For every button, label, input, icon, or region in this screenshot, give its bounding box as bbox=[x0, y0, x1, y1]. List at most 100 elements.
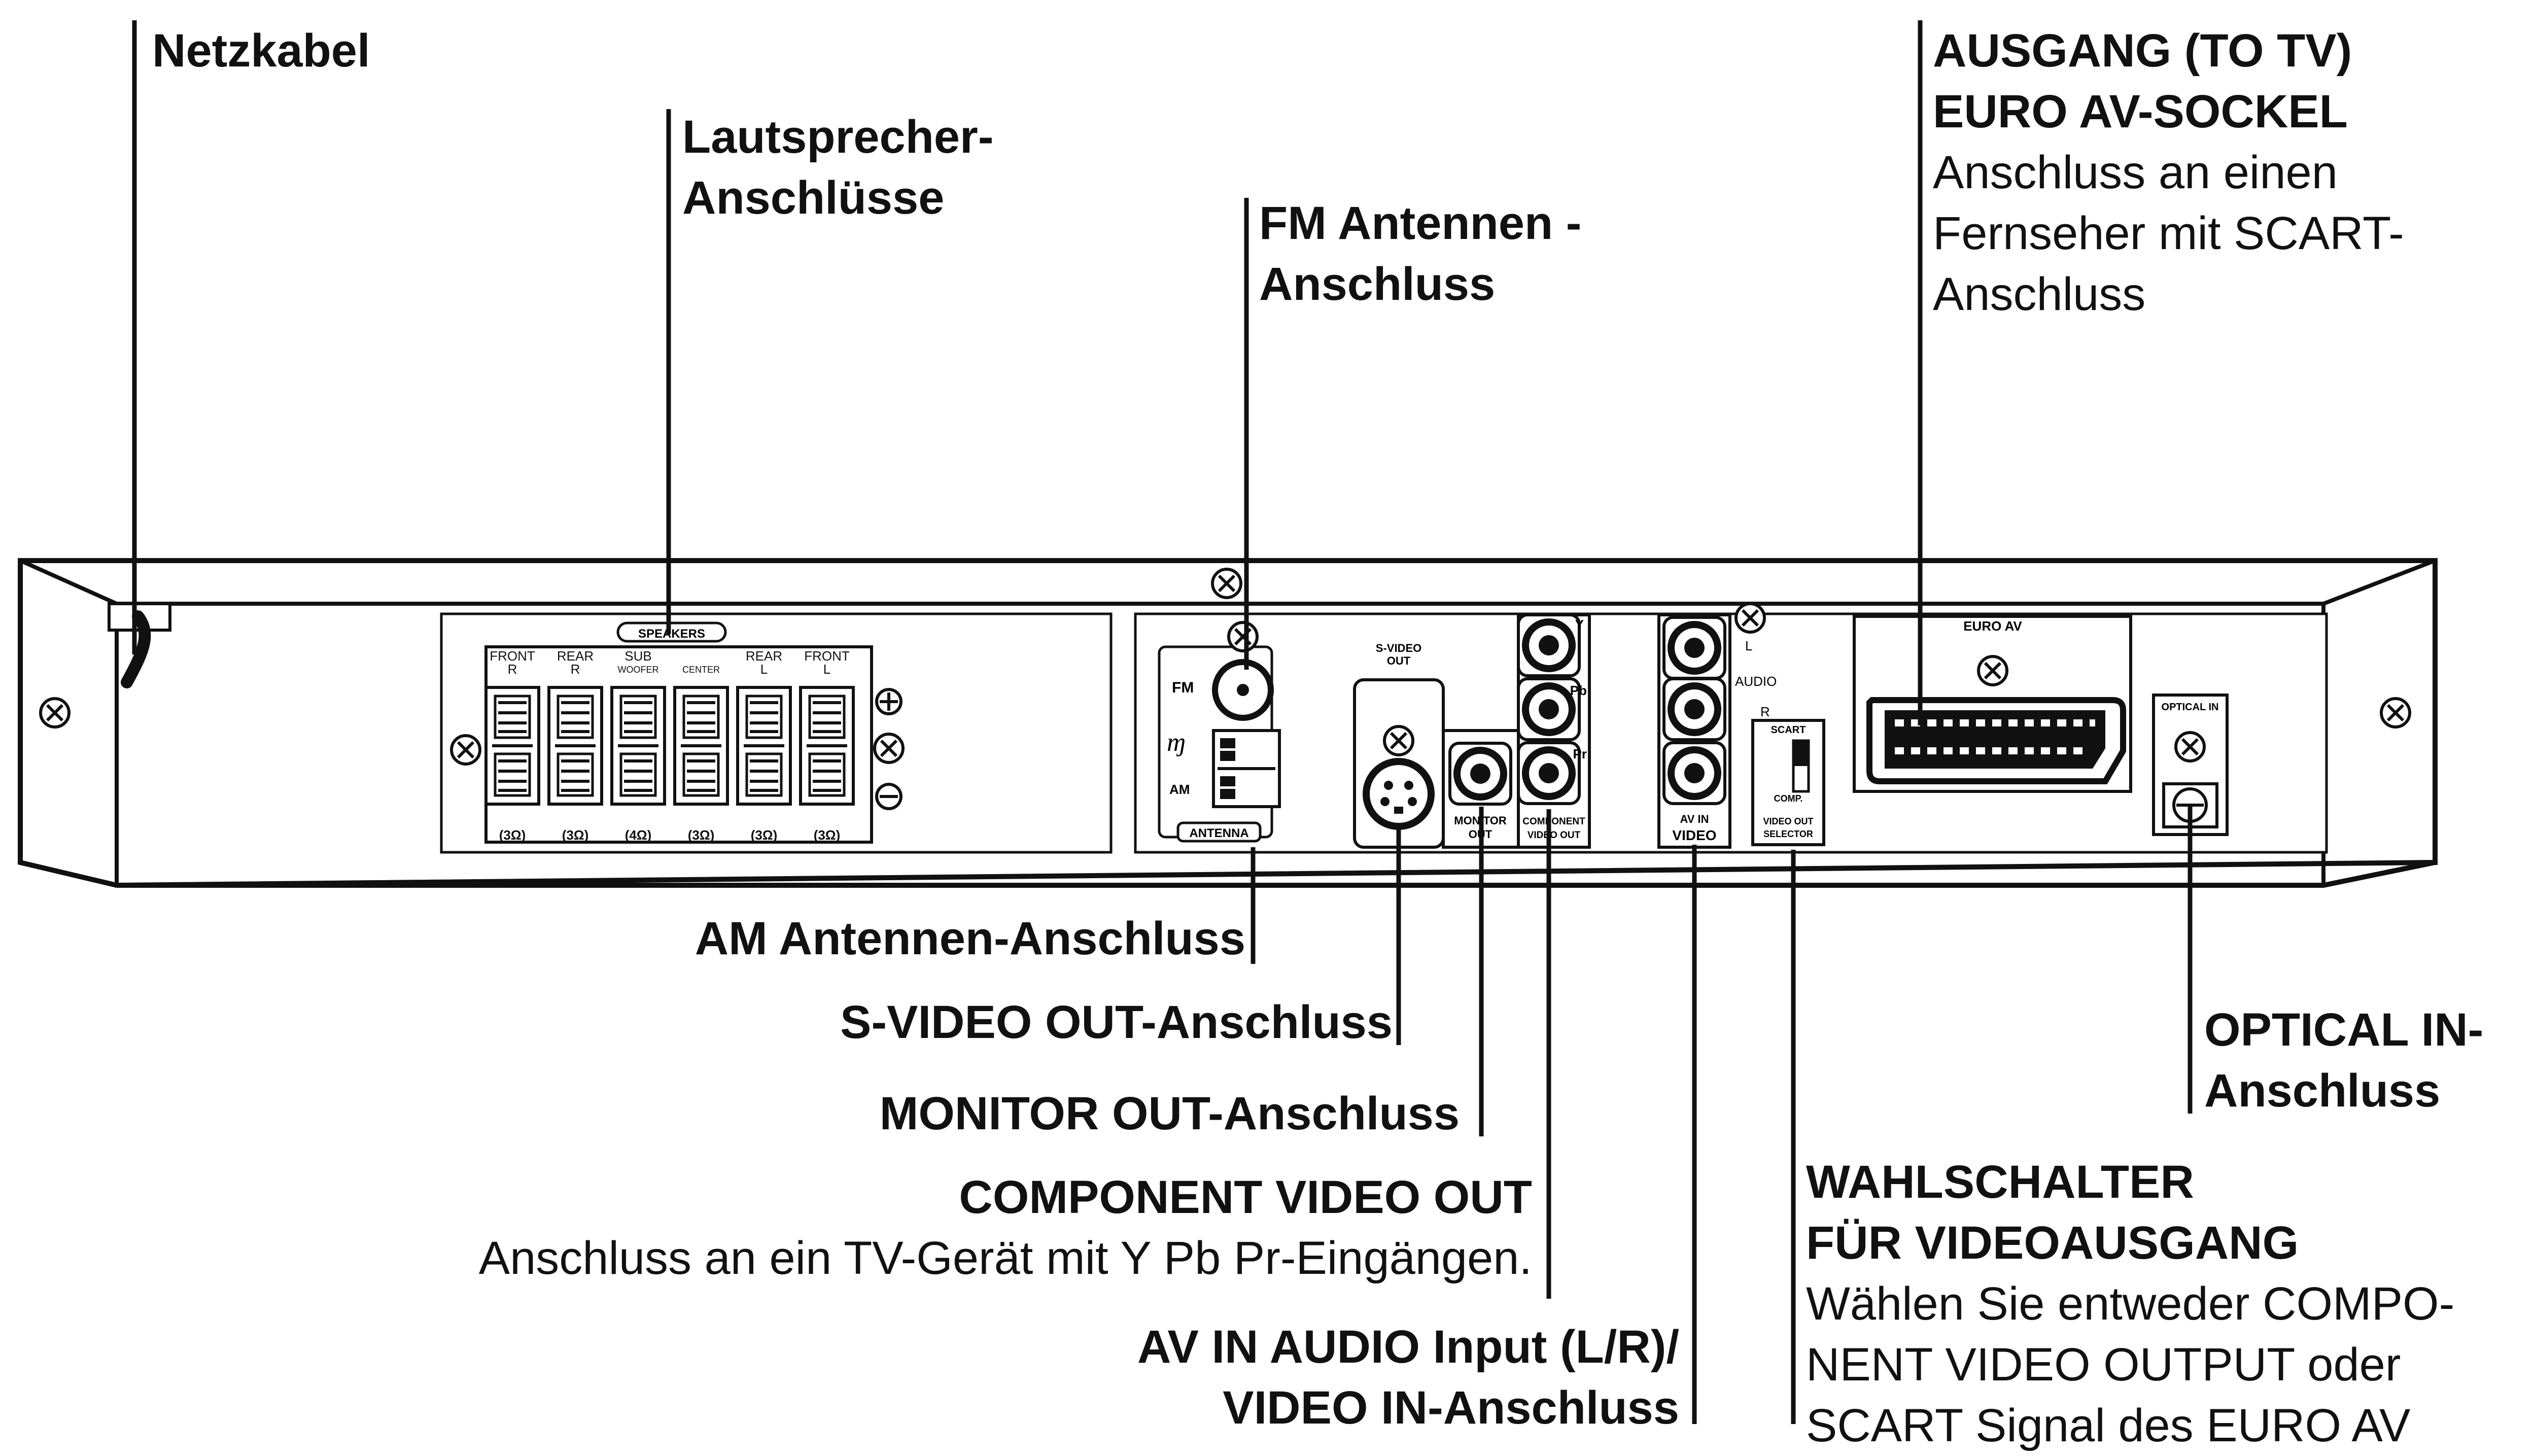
pr-label: Pr bbox=[1573, 746, 1587, 761]
ch-front-r-side: R bbox=[508, 662, 517, 677]
comp-label: COMP. bbox=[1774, 793, 1803, 804]
ausgang-label: AUSGANG (TO TV) EURO AV-SOCKEL Anschluss… bbox=[1933, 20, 2404, 325]
leader-lines bbox=[132, 20, 2193, 1424]
ch-sub-woofer: WOOFER bbox=[618, 665, 659, 675]
ausgang-label-line1: AUSGANG (TO TV) bbox=[1933, 25, 2352, 77]
audio-label: AUDIO bbox=[1735, 674, 1777, 689]
scart-label: SCART bbox=[1771, 724, 1806, 736]
ohm-2: (3Ω) bbox=[562, 827, 589, 843]
monitor-out-jack bbox=[1450, 743, 1511, 804]
y-label: Y bbox=[1575, 617, 1584, 632]
component-video-label: COMPONENT VIDEO OUT Anschluss an ein TV-… bbox=[479, 1167, 1532, 1289]
chassis-screw-left-icon bbox=[41, 699, 69, 727]
lautsprecher-label-line2: Anschlüsse bbox=[682, 172, 945, 224]
speaker-terminal-front-l bbox=[801, 687, 853, 804]
ohm-4: (3Ω) bbox=[688, 827, 715, 843]
speaker-terminal-front-r bbox=[486, 687, 539, 804]
fm-antenna-label-line1: FM Antennen - bbox=[1259, 197, 1582, 249]
av-in-audio-l-jack bbox=[1664, 617, 1725, 678]
speaker-terminals: SPEAKERS FRONT R REAR R SUB WOOFER CENTE… bbox=[440, 612, 1113, 854]
ausgang-desc-line1: Anschluss an einen bbox=[1933, 147, 2338, 198]
r-label: R bbox=[1760, 704, 1770, 719]
optical-label: OPTICAL IN bbox=[2162, 702, 2219, 713]
svideo-out-label: S-VIDEO OUT-Anschluss bbox=[840, 996, 1393, 1048]
ground-icon: ɱ bbox=[1167, 728, 1186, 757]
speakers-label: SPEAKERS bbox=[638, 627, 705, 641]
ohm-6: (3Ω) bbox=[814, 827, 841, 843]
wahlschalter-label: WAHLSCHALTER FÜR VIDEOAUSGANG Wählen Sie… bbox=[1806, 1152, 2454, 1456]
rear-panel-diagram: SPEAKERS FRONT R REAR R SUB WOOFER CENTE… bbox=[18, 20, 2438, 1424]
component-y-jack bbox=[1518, 615, 1579, 676]
svideo-jack bbox=[1363, 758, 1435, 830]
video-label: VIDEO bbox=[1672, 827, 1716, 843]
monitor-out-label: MONITOR OUT-Anschluss bbox=[879, 1088, 1460, 1139]
svideo-panel-label: S-VIDEO bbox=[1376, 642, 1421, 654]
wahlschalter-label-line2: FÜR VIDEOAUSGANG bbox=[1806, 1217, 2299, 1269]
selector-label-2: SELECTOR bbox=[1763, 829, 1813, 839]
io-panel: FM ɱ AM ANTENNA S-VIDEO OUT MONITOR OUT … bbox=[1134, 604, 2328, 854]
wahlschalter-desc-line3: SCART Signal des EURO AV bbox=[1806, 1400, 2411, 1451]
polarity-minus-icon bbox=[875, 783, 902, 810]
ch-front-l-side: L bbox=[823, 662, 830, 677]
ohm-3: (4Ω) bbox=[625, 827, 652, 843]
optical-in-label-line1: OPTICAL IN- bbox=[2204, 1004, 2484, 1056]
l-label: L bbox=[1745, 638, 1752, 653]
av-in-video-jack bbox=[1664, 743, 1725, 804]
polarity-plus-icon bbox=[875, 688, 902, 715]
component-label: COMPONENT bbox=[1522, 816, 1585, 827]
ch-center: CENTER bbox=[682, 665, 720, 675]
ohm-1: (3Ω) bbox=[499, 827, 526, 843]
ausgang-label-line2: EURO AV-SOCKEL bbox=[1933, 86, 2348, 137]
euroav-label: EURO AV bbox=[1963, 618, 2022, 634]
speakers-screw-icon bbox=[452, 736, 480, 764]
ch-rear-l: REAR bbox=[746, 648, 782, 664]
lautsprecher-label-line1: Lautsprecher- bbox=[682, 111, 994, 163]
lautsprecher-label: Lautsprecher- Anschlüsse bbox=[682, 107, 994, 228]
am-antenna-label: AM Antennen-Anschluss bbox=[695, 913, 1245, 964]
speaker-terminal-rear-l bbox=[738, 687, 790, 804]
fm-antenna-label-line2: Anschluss bbox=[1259, 258, 1496, 310]
ch-rear-r: REAR bbox=[557, 648, 594, 664]
component-pr-jack bbox=[1518, 743, 1579, 804]
euroav-screw-icon bbox=[1978, 656, 2007, 685]
av-screw-icon bbox=[1736, 604, 1764, 632]
av-in-audio-r-jack bbox=[1664, 679, 1725, 740]
svideo-panel-label-2: OUT bbox=[1387, 654, 1411, 667]
optical-in-label-line2: Anschluss bbox=[2204, 1065, 2441, 1117]
power-cord-icon bbox=[108, 602, 171, 688]
antenna-screw-icon bbox=[1229, 622, 1257, 651]
scart-socket bbox=[1866, 697, 2126, 784]
antenna-label: ANTENNA bbox=[1189, 826, 1248, 840]
ch-front-r: FRONT bbox=[490, 648, 535, 664]
ohm-5: (3Ω) bbox=[751, 827, 778, 843]
ch-rear-r-side: R bbox=[571, 662, 580, 677]
optical-in-label: OPTICAL IN- Anschluss bbox=[2204, 999, 2483, 1121]
component-label-2: VIDEO OUT bbox=[1528, 830, 1581, 841]
ch-sub: SUB bbox=[624, 648, 651, 664]
video-out-selector-switch[interactable] bbox=[1751, 719, 1825, 846]
ch-front-l: FRONT bbox=[804, 648, 850, 664]
ch-rear-l-side: L bbox=[760, 662, 768, 677]
fm-antenna-label: FM Antennen - Anschluss bbox=[1259, 193, 1581, 315]
svideo-screw-icon bbox=[1384, 726, 1413, 755]
component-video-label-line1: COMPONENT VIDEO OUT bbox=[959, 1171, 1532, 1223]
av-in-label-line2: VIDEO IN-Anschluss bbox=[1223, 1382, 1679, 1434]
av-in-label-line1: AV IN AUDIO Input (L/R)/ bbox=[1137, 1321, 1679, 1373]
chassis-screw-right-icon bbox=[2381, 699, 2410, 727]
wahlschalter-label-line1: WAHLSCHALTER bbox=[1806, 1156, 2194, 1208]
speaker-terminal-subwoofer bbox=[612, 687, 665, 804]
component-video-desc: Anschluss an ein TV-Gerät mit Y Pb Pr-Ei… bbox=[478, 1232, 1532, 1284]
av-in-label: AV IN AUDIO Input (L/R)/ VIDEO IN-Anschl… bbox=[1137, 1316, 1679, 1438]
am-label: AM bbox=[1169, 782, 1190, 797]
optical-screw-icon bbox=[2176, 733, 2204, 761]
wahlschalter-desc-line1: Wählen Sie entweder COMPO- bbox=[1806, 1278, 2455, 1330]
speaker-terminal-rear-r bbox=[549, 687, 602, 804]
avin-label: AV IN bbox=[1680, 813, 1709, 825]
fm-label: FM bbox=[1172, 679, 1194, 696]
netzkabel-label: Netzkabel bbox=[152, 25, 370, 77]
wahlschalter-desc-line2: NENT VIDEO OUTPUT oder bbox=[1806, 1339, 2401, 1391]
chassis-screw-top-icon bbox=[1212, 569, 1241, 598]
pb-label: Pb bbox=[1570, 683, 1587, 698]
selector-label: VIDEO OUT bbox=[1763, 816, 1813, 826]
polarity-screw-icon bbox=[875, 734, 903, 762]
